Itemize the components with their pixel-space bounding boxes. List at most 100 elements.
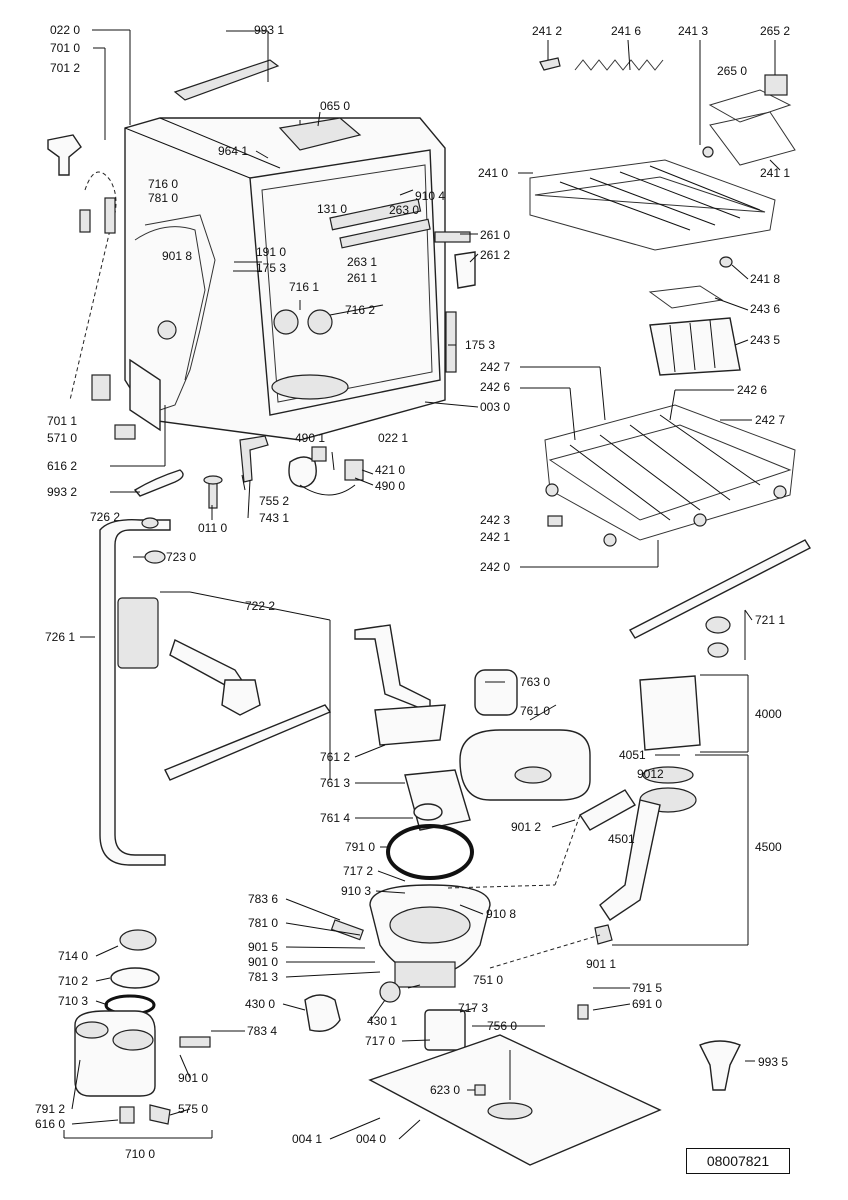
label-022-1: 022 1 bbox=[378, 431, 408, 445]
label-964-1: 964 1 bbox=[218, 144, 248, 158]
label-901-2: 901 2 bbox=[511, 820, 541, 834]
label-701-2: 701 2 bbox=[50, 61, 80, 75]
label-743-1: 743 1 bbox=[259, 511, 289, 525]
label-571-0: 571 0 bbox=[47, 431, 77, 445]
label-761-3: 761 3 bbox=[320, 776, 350, 790]
label-241-1: 241 1 bbox=[760, 166, 790, 180]
leader-lines bbox=[63, 29, 781, 1140]
label-716-0: 716 0 bbox=[148, 177, 178, 191]
label-716-1: 716 1 bbox=[289, 280, 319, 294]
label-791-5: 791 5 bbox=[632, 981, 662, 995]
label-717-2: 717 2 bbox=[343, 864, 373, 878]
label-716-2: 716 2 bbox=[345, 303, 375, 317]
label-430-0: 430 0 bbox=[245, 997, 275, 1011]
label-261-0: 261 0 bbox=[480, 228, 510, 242]
label-265-0: 265 0 bbox=[717, 64, 747, 78]
label-242-0: 242 0 bbox=[480, 560, 510, 574]
label-901-0-lower: 901 0 bbox=[178, 1071, 208, 1085]
label-243-6: 243 6 bbox=[750, 302, 780, 316]
base-tray bbox=[368, 1004, 741, 1166]
label-901-0: 901 0 bbox=[248, 955, 278, 969]
label-761-0: 761 0 bbox=[520, 704, 550, 718]
label-910-3: 910 3 bbox=[341, 884, 371, 898]
label-783-6: 783 6 bbox=[248, 892, 278, 906]
label-4000: 4000 bbox=[755, 707, 782, 721]
label-191-0: 191 0 bbox=[256, 245, 286, 259]
label-242-3: 242 3 bbox=[480, 513, 510, 527]
label-242-6: 242 6 bbox=[480, 380, 510, 394]
label-910-4: 910 4 bbox=[415, 189, 445, 203]
label-993-2: 993 2 bbox=[47, 485, 77, 499]
spray-system bbox=[99, 517, 811, 866]
label-011-0: 011 0 bbox=[198, 521, 227, 535]
label-993-1: 993 1 bbox=[254, 23, 284, 37]
document-id: 08007821 bbox=[686, 1148, 790, 1174]
label-575-0: 575 0 bbox=[178, 1102, 208, 1116]
label-723-0: 723 0 bbox=[166, 550, 196, 564]
label-490-0: 490 0 bbox=[375, 479, 405, 493]
label-261-2: 261 2 bbox=[480, 248, 510, 262]
label-490-1: 490 1 bbox=[295, 431, 325, 445]
label-241-3: 241 3 bbox=[678, 24, 708, 38]
label-722-2: 722 2 bbox=[245, 599, 275, 613]
label-9012: 9012 bbox=[637, 767, 664, 781]
label-421-0: 421 0 bbox=[375, 463, 405, 477]
label-701-0: 701 0 bbox=[50, 41, 80, 55]
label-710-3: 710 3 bbox=[58, 994, 88, 1008]
label-004-1: 004 1 bbox=[292, 1132, 322, 1146]
label-710-0: 710 0 bbox=[125, 1147, 155, 1161]
label-901-1: 901 1 bbox=[586, 957, 616, 971]
label-691-0: 691 0 bbox=[632, 997, 662, 1011]
label-717-0: 717 0 bbox=[365, 1034, 395, 1048]
label-910-8: 910 8 bbox=[486, 907, 516, 921]
label-4501: 4501 bbox=[608, 832, 635, 846]
label-065-0: 065 0 bbox=[320, 99, 350, 113]
label-714-0: 714 0 bbox=[58, 949, 88, 963]
label-004-0: 004 0 bbox=[356, 1132, 386, 1146]
label-721-1: 721 1 bbox=[755, 613, 785, 627]
label-261-1: 261 1 bbox=[347, 271, 377, 285]
label-263-1: 263 1 bbox=[347, 255, 377, 269]
label-781-3: 781 3 bbox=[248, 970, 278, 984]
label-242-7-right: 242 7 bbox=[755, 413, 785, 427]
pump-hose bbox=[578, 675, 701, 945]
label-242-7: 242 7 bbox=[480, 360, 510, 374]
label-616-2: 616 2 bbox=[47, 459, 77, 473]
label-751-0: 751 0 bbox=[473, 973, 503, 987]
label-761-4: 761 4 bbox=[320, 811, 350, 825]
label-791-2: 791 2 bbox=[35, 1102, 65, 1116]
label-993-5: 993 5 bbox=[758, 1055, 788, 1069]
label-701-1: 701 1 bbox=[47, 414, 77, 428]
label-175-3: 175 3 bbox=[256, 261, 286, 275]
label-265-2: 265 2 bbox=[760, 24, 790, 38]
label-726-1: 726 1 bbox=[45, 630, 75, 644]
label-781-0: 781 0 bbox=[148, 191, 178, 205]
label-901-8: 901 8 bbox=[162, 249, 192, 263]
top-strip bbox=[173, 59, 280, 101]
label-726-2: 726 2 bbox=[90, 510, 120, 524]
label-003-0: 003 0 bbox=[480, 400, 510, 414]
label-623-0: 623 0 bbox=[430, 1083, 460, 1097]
label-781-0-lower: 781 0 bbox=[248, 916, 278, 930]
label-175-3-right: 175 3 bbox=[465, 338, 495, 352]
label-761-2: 761 2 bbox=[320, 750, 350, 764]
label-755-2: 755 2 bbox=[259, 494, 289, 508]
label-616-0: 616 0 bbox=[35, 1117, 65, 1131]
label-241-6: 241 6 bbox=[611, 24, 641, 38]
label-243-5: 243 5 bbox=[750, 333, 780, 347]
label-763-0: 763 0 bbox=[520, 675, 550, 689]
label-756-0: 756 0 bbox=[487, 1019, 517, 1033]
label-242-1: 242 1 bbox=[480, 530, 510, 544]
label-241-8: 241 8 bbox=[750, 272, 780, 286]
label-131-0: 131 0 bbox=[317, 202, 347, 216]
label-241-2: 241 2 bbox=[532, 24, 562, 38]
hinge-hose bbox=[47, 134, 136, 440]
label-4500: 4500 bbox=[755, 840, 782, 854]
label-717-3: 717 3 bbox=[458, 1001, 488, 1015]
lower-basket bbox=[544, 404, 796, 547]
upper-basket bbox=[529, 57, 796, 376]
label-241-0: 241 0 bbox=[478, 166, 508, 180]
label-263-0: 263 0 bbox=[389, 203, 419, 217]
part-labels: 022 0 701 0 701 2 993 1 065 0 964 1 716 … bbox=[35, 23, 790, 1161]
